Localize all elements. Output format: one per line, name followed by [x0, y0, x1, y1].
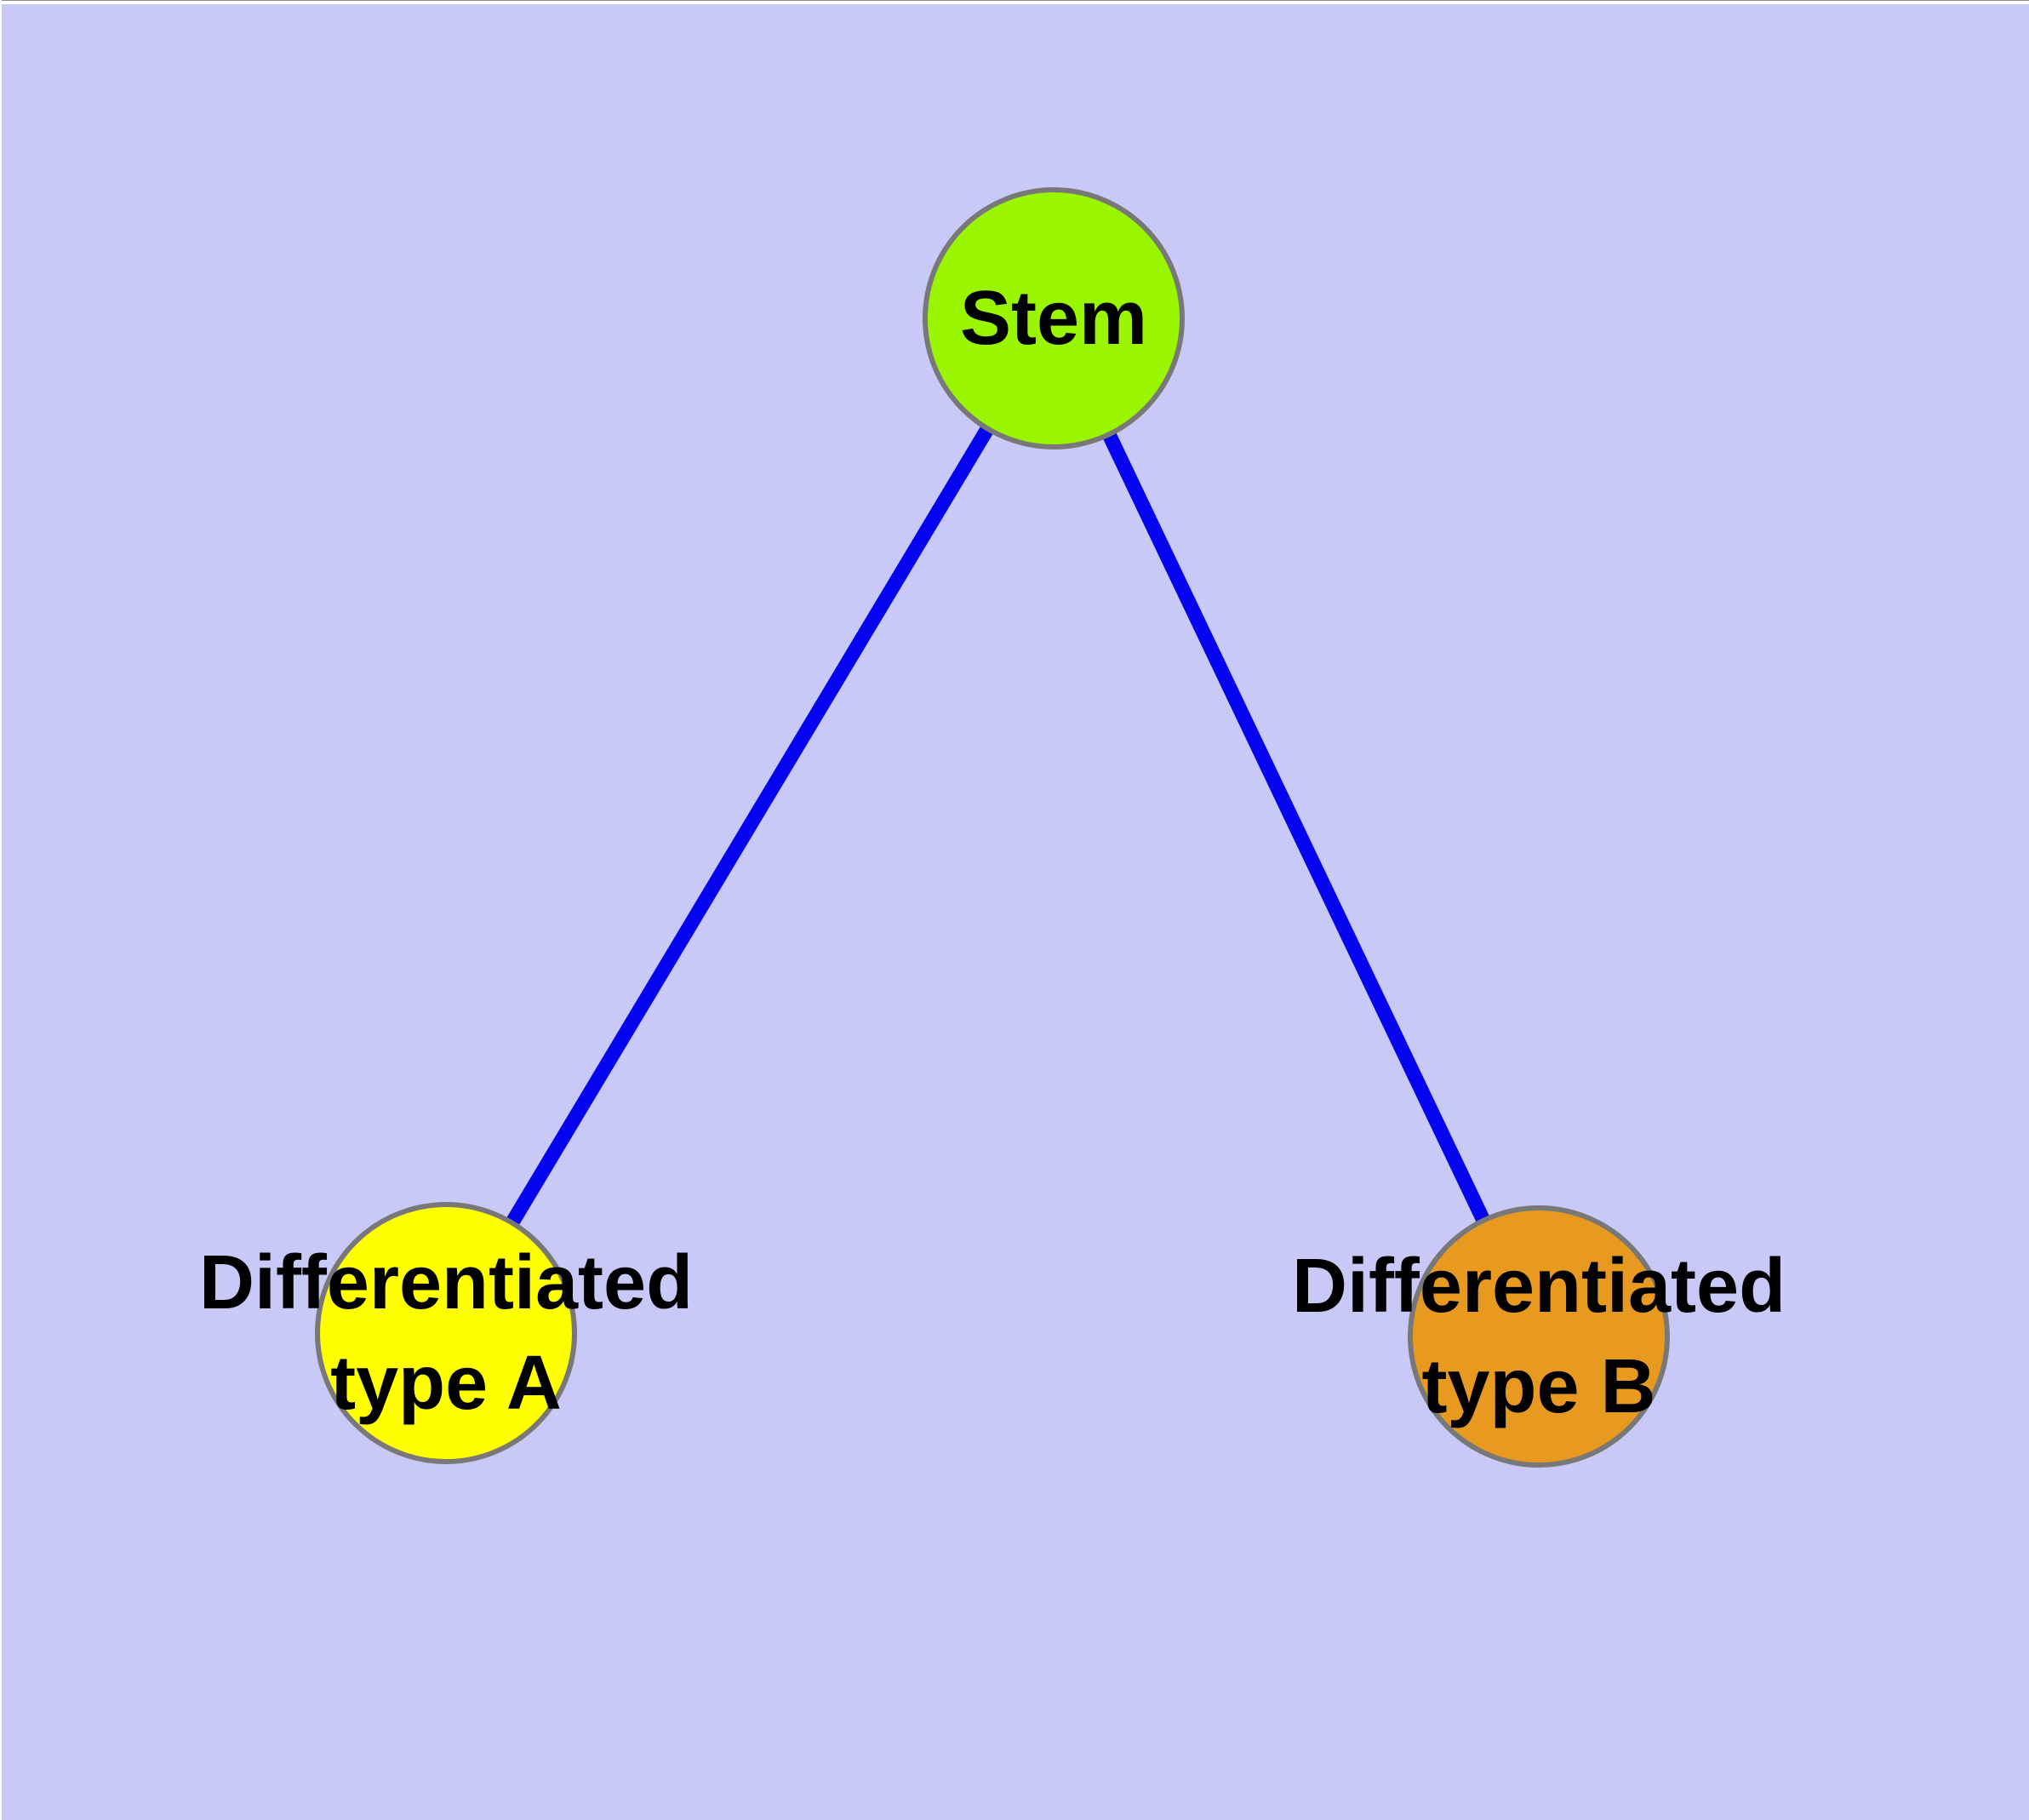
node-differentiated-type-b[interactable]: [1408, 1205, 1670, 1468]
window-frame-top: [0, 0, 2029, 4]
node-differentiated-type-a[interactable]: [315, 1202, 577, 1464]
node-stem[interactable]: [923, 187, 1185, 449]
edge-stem-to-type-b[interactable]: [1047, 315, 1546, 1340]
window-frame-left: [0, 0, 2, 1820]
edge-stem-to-type-a[interactable]: [439, 314, 1060, 1337]
